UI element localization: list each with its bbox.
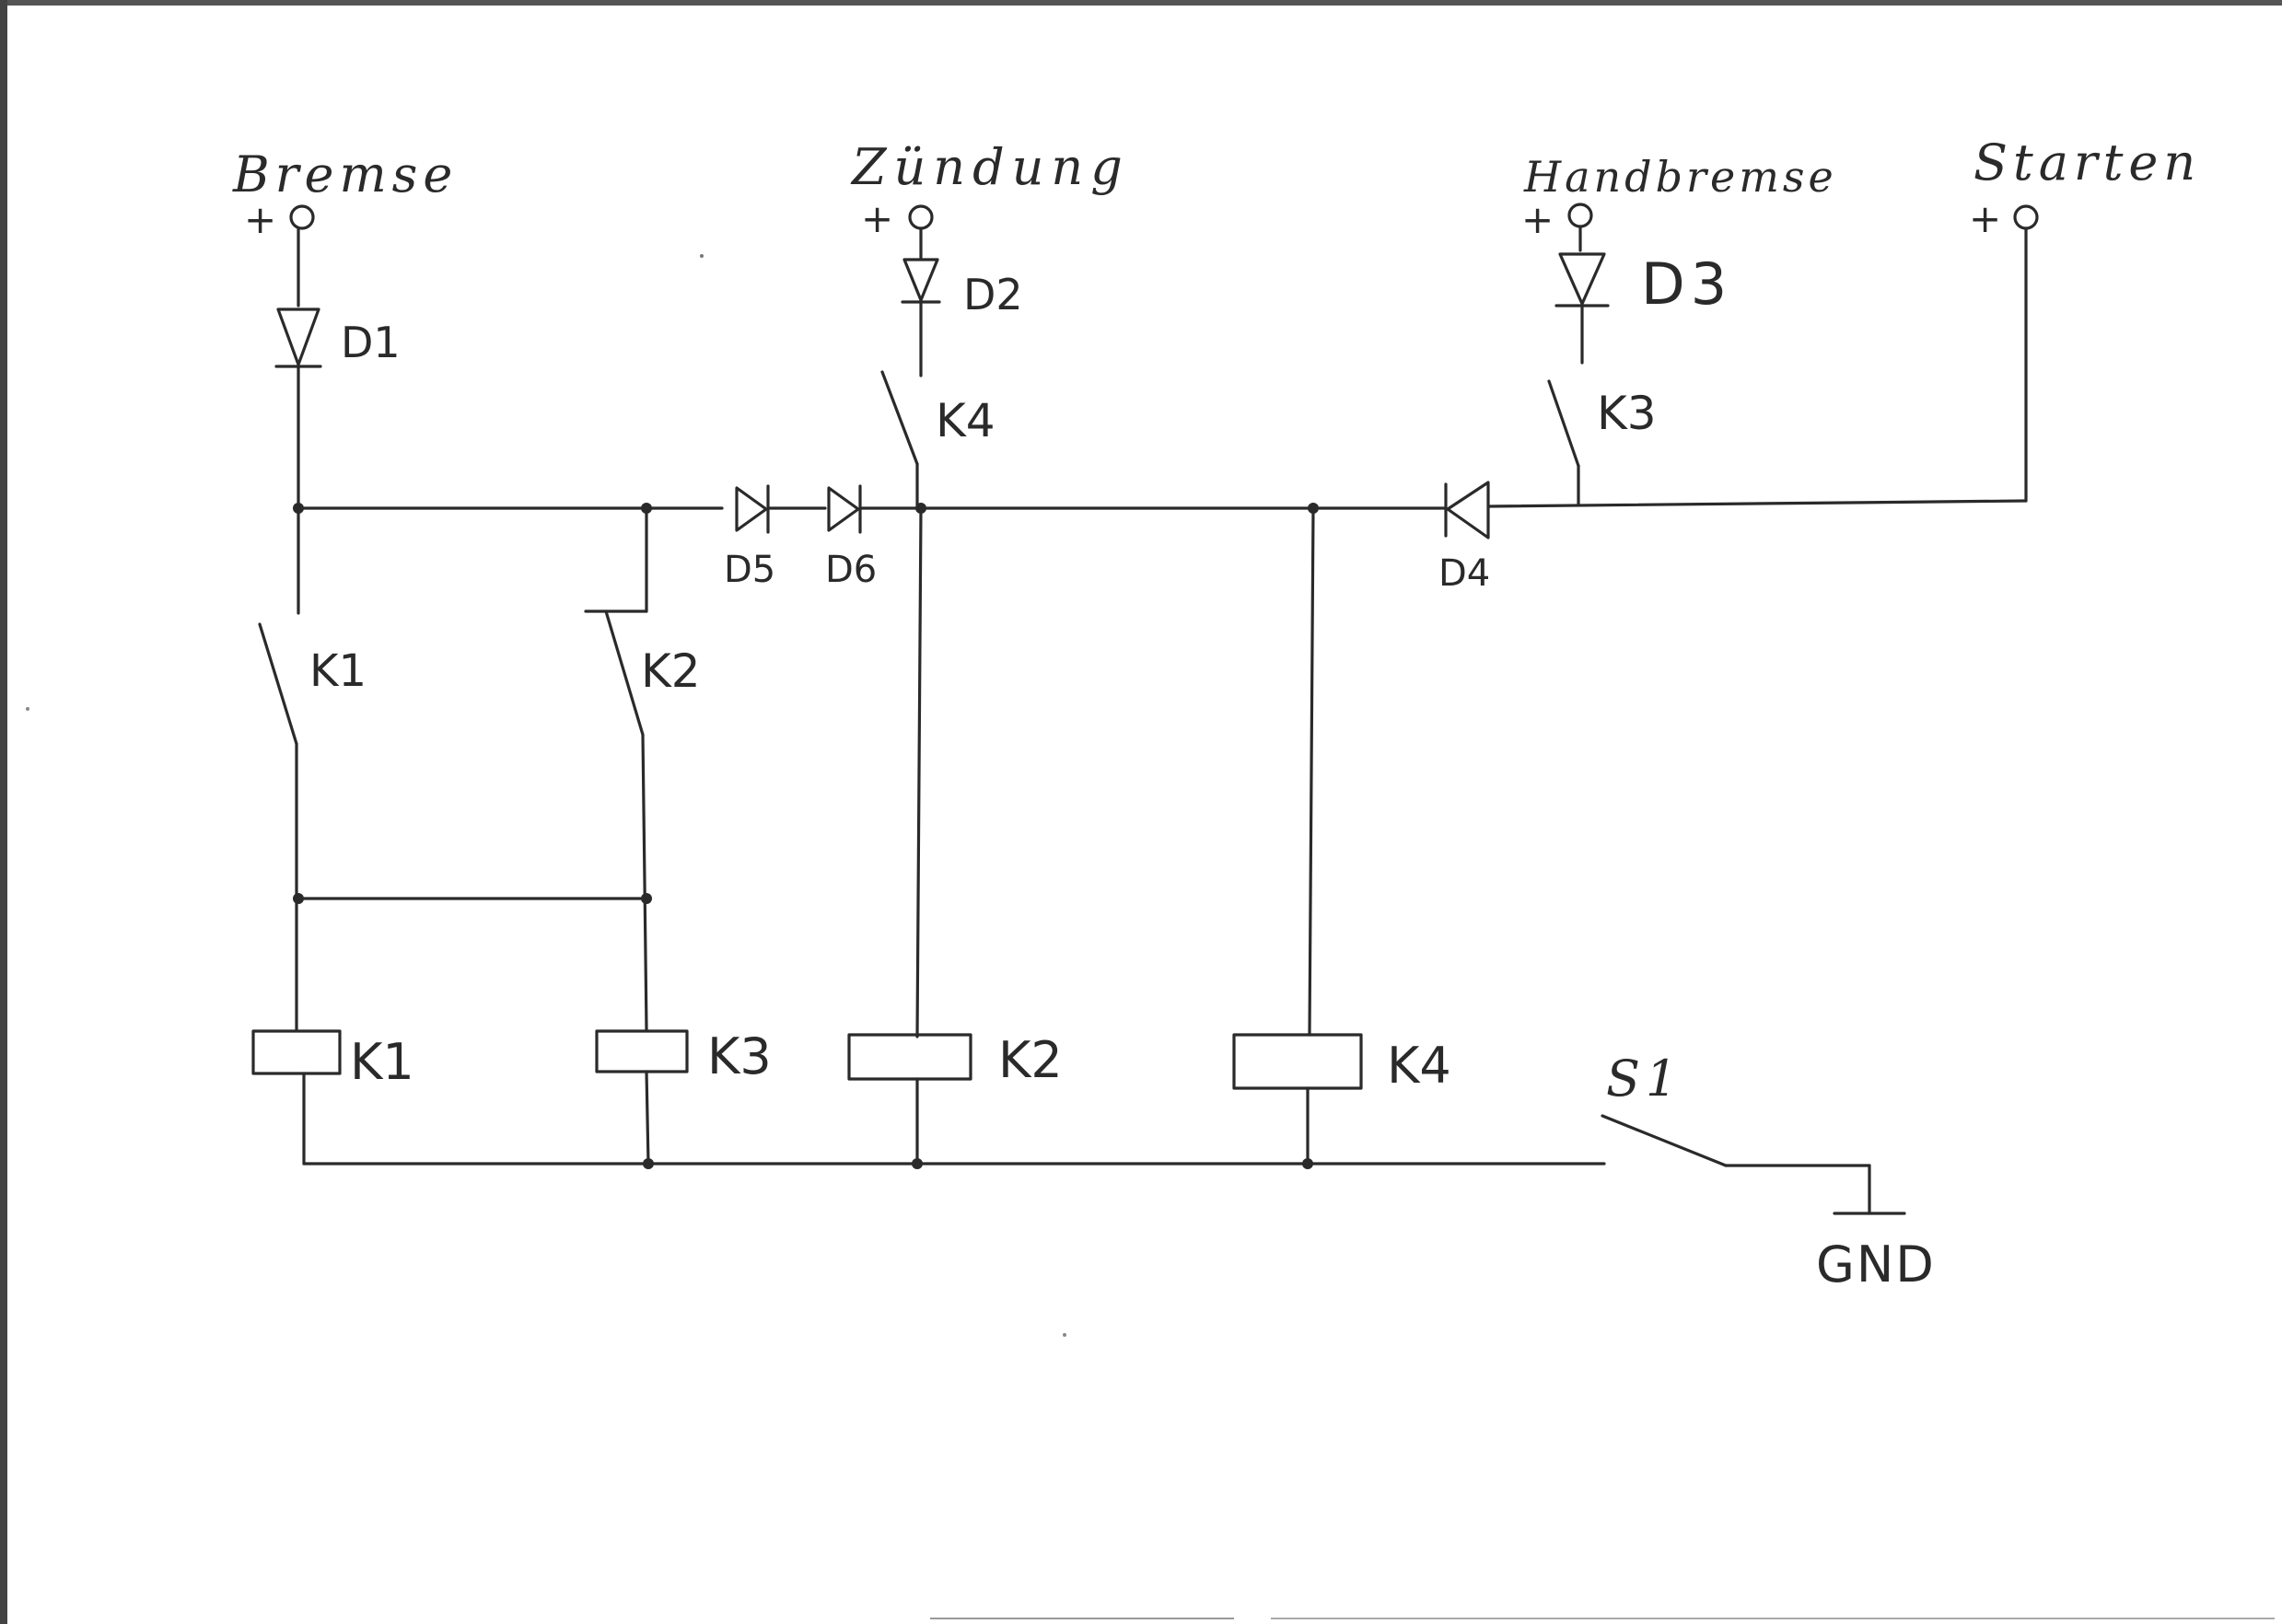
label-contact-k2: K2 [641,644,701,698]
label-bremse: Bremse [232,145,458,203]
coil-k3: K3 [595,1027,772,1166]
contact-k4 [880,370,919,466]
coil-link [293,893,652,904]
ground-symbol: GND [1816,1212,1936,1293]
terminal-starten: Starten + [1969,133,2201,241]
diode-d1 [276,307,320,366]
node [643,1158,654,1169]
terminal-circle [289,204,315,230]
label-contact-k3: K3 [1597,387,1657,440]
main-bus: D5 D6 D4 [293,481,2028,595]
diode-d6 [827,486,860,532]
label-d2: D2 [963,270,1023,319]
label-contact-k4: K4 [936,394,995,447]
terminal-circle [2013,204,2039,230]
branch-k2: K2 [584,506,701,1031]
node [912,1158,923,1169]
label-coil-k4: K4 [1387,1037,1451,1095]
plus-sign: + [244,197,276,242]
terminal-bremse: Bremse + [232,145,458,242]
contact-k2 [604,609,645,737]
coil-k2: K2 [847,1031,1063,1166]
node [293,503,304,514]
label-s1: S1 [1606,1050,1682,1108]
switch-s1-blade [1601,1114,1728,1167]
label-coil-k1: K1 [350,1033,414,1091]
label-d4: D4 [1438,552,1490,595]
scan-specks [26,254,1066,1337]
plus-sign: + [861,196,893,241]
ground-rail [302,1158,1606,1169]
contact-k3 [1547,379,1580,468]
label-handbremse: Handbremse [1523,152,1837,202]
diode-d5 [735,486,768,532]
diode-d4 [1446,481,1490,539]
diode-d2 [902,258,939,302]
label-gnd: GND [1816,1235,1936,1293]
coil-k4: K4 [1232,506,1451,1166]
terminal-zuendung: Zündung + [850,138,1130,241]
label-coil-k3: K3 [707,1027,772,1085]
node [1302,1158,1313,1169]
plus-sign: + [1969,196,2001,241]
label-zuendung: Zündung [850,138,1130,196]
diode-d3 [1558,252,1606,306]
coil-k1: K1 [251,1029,414,1166]
label-d1: D1 [341,318,401,367]
node [293,893,304,904]
branch-zuendung: D2 K4 [880,226,1023,1038]
label-d5: D5 [724,549,775,591]
branch-bremse: D1 K1 [258,226,401,1031]
branch-handbremse: D3 K3 [1547,225,1732,506]
terminal-circle [1567,203,1593,228]
contact-k1 [258,622,298,746]
label-coil-k2: K2 [998,1031,1063,1089]
plus-sign: + [1521,197,1554,242]
label-contact-k1: K1 [309,645,367,697]
switch-s1: S1 [1601,1050,1871,1215]
label-starten: Starten [1973,133,2201,191]
terminal-handbremse: Handbremse + [1521,152,1837,242]
node [641,893,652,904]
label-d6: D6 [825,549,877,591]
terminal-circle [908,204,934,230]
label-d3: D3 [1641,250,1732,318]
